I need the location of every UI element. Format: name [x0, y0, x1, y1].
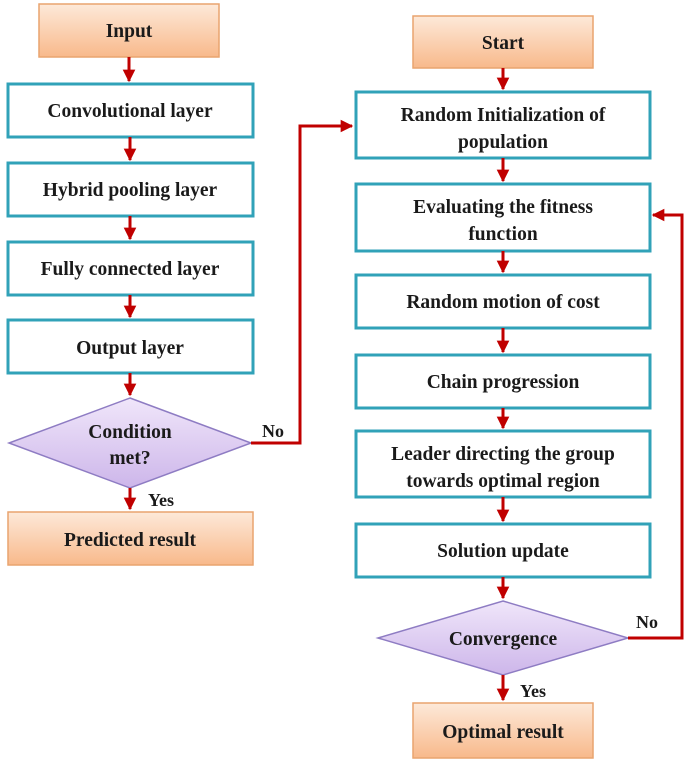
- evaluate-label-line1: Evaluating the fitness: [413, 197, 593, 218]
- hybrid-pooling-layer-label: Hybrid pooling layer: [43, 180, 218, 201]
- start-label: Start: [482, 33, 525, 54]
- optimal-result-label: Optimal result: [442, 722, 564, 743]
- condition-label-line2: met?: [109, 448, 150, 469]
- fully-connected-layer-label: Fully connected layer: [41, 259, 220, 280]
- convolutional-layer-node: Convolutional layer: [6, 82, 255, 139]
- output-layer-label: Output layer: [76, 338, 184, 359]
- output-layer-node: Output layer: [6, 318, 255, 375]
- random-init-label-line1: Random Initialization of: [401, 105, 606, 126]
- arrow-condition-no: [251, 119, 354, 445]
- random-init-label-line2: population: [458, 132, 548, 153]
- condition-met-decision: Condition met?: [6, 397, 254, 489]
- condition-no-label: No: [262, 421, 284, 441]
- convergence-label: Convergence: [449, 629, 558, 650]
- fully-connected-layer-node: Fully connected layer: [6, 240, 255, 297]
- left-flow: Input Convolutional layer Hybrid pooling…: [6, 3, 354, 566]
- condition-label-line1: Condition: [88, 422, 172, 443]
- condition-yes-label: Yes: [148, 490, 174, 510]
- solution-update-node: Solution update: [354, 522, 652, 579]
- chain-progression-node: Chain progression: [354, 353, 652, 410]
- start-node: Start: [412, 15, 594, 69]
- leader-label-line1: Leader directing the group: [391, 444, 615, 465]
- leader-directing-node: Leader directing the group towards optim…: [354, 429, 652, 499]
- solution-update-label: Solution update: [437, 541, 569, 562]
- convergence-yes-label: Yes: [520, 681, 546, 701]
- input-node: Input: [38, 3, 220, 58]
- random-initialization-node: Random Initialization of population: [354, 90, 652, 160]
- optimal-result-node: Optimal result: [412, 702, 594, 759]
- leader-label-line2: towards optimal region: [406, 471, 600, 492]
- evaluate-fitness-node: Evaluating the fitness function: [354, 182, 652, 253]
- hybrid-pooling-layer-node: Hybrid pooling layer: [6, 161, 255, 218]
- convergence-no-label: No: [636, 612, 658, 632]
- right-flow: Start Random Initialization of populatio…: [354, 15, 684, 759]
- evaluate-label-line2: function: [468, 224, 538, 245]
- input-label: Input: [106, 21, 153, 42]
- predicted-result-label: Predicted result: [64, 530, 196, 551]
- chain-progression-label: Chain progression: [427, 372, 580, 393]
- predicted-result-node: Predicted result: [7, 511, 254, 566]
- arrow-convergence-no: [628, 208, 684, 640]
- random-motion-label: Random motion of cost: [406, 292, 600, 313]
- random-motion-node: Random motion of cost: [354, 273, 652, 330]
- convolutional-layer-label: Convolutional layer: [47, 101, 213, 122]
- convergence-decision: Convergence: [375, 600, 631, 676]
